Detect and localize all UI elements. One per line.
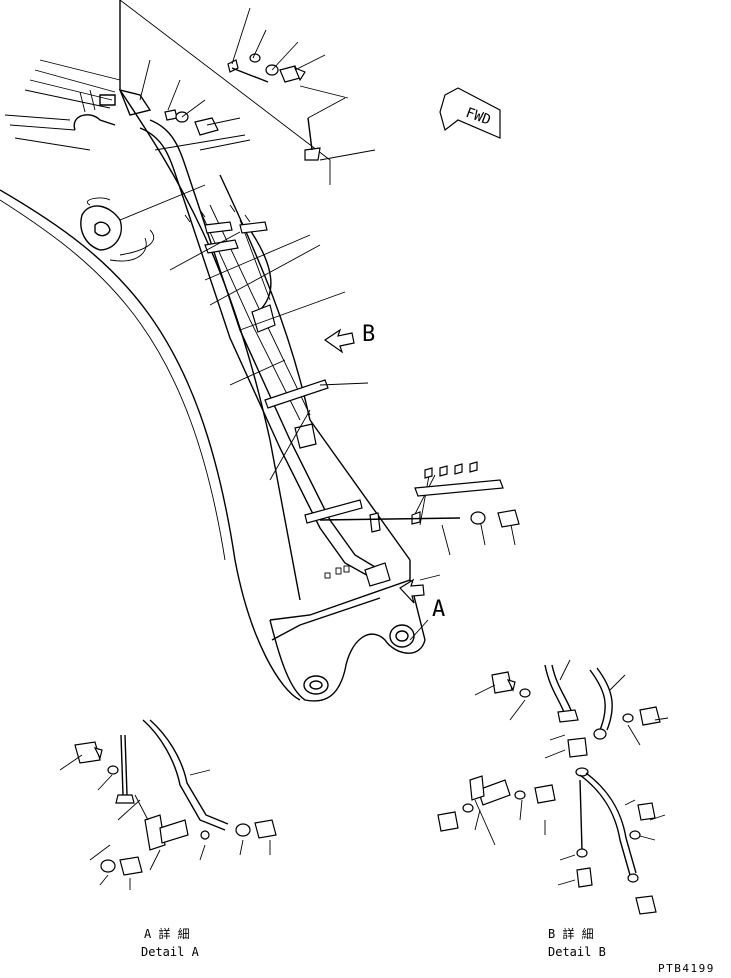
detail-a-jp: A 詳 細 [144, 926, 190, 941]
fwd-direction-marker: FWD [439, 87, 501, 139]
detail-b-en: Detail B [548, 945, 606, 959]
drawing-number: PTB4199 [658, 962, 715, 975]
view-marker-b: B [362, 322, 375, 347]
detail-b-drawing [437, 659, 669, 915]
detail-b-jp: B 詳 細 [548, 926, 594, 941]
view-arrow-b: B [323, 322, 375, 354]
stay-bracket [319, 461, 520, 528]
detail-a-en: Detail A [141, 945, 200, 959]
view-arrow-a: A [399, 578, 445, 622]
top-fasteners [164, 53, 321, 161]
boom-body [0, 0, 426, 702]
boom-piping [139, 119, 391, 587]
leader-lines [119, 7, 516, 641]
view-marker-a: A [432, 597, 445, 622]
detail-a-drawing [59, 719, 277, 890]
boom-head-assembly [4, 59, 155, 262]
